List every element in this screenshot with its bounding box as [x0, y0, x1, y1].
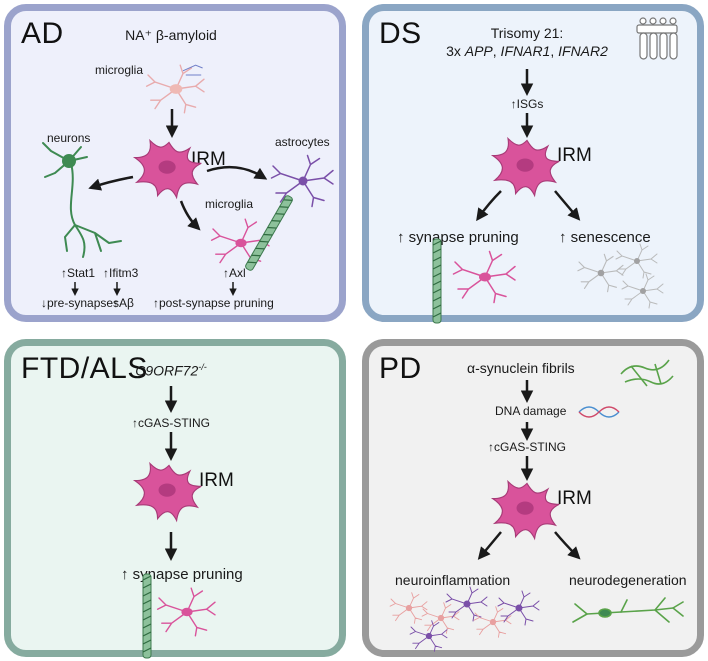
inflamed-microglia-icon	[473, 606, 512, 638]
irm-cell-icon	[492, 137, 560, 197]
panel-ftd-als: FTD/ALS C9ORF72-/- ↑cGAS-STING IRM ↑ syn…	[4, 339, 346, 659]
gene-c9orf72: C9ORF72	[135, 362, 199, 379]
gene-ifnar1: IFNAR1	[500, 43, 551, 59]
pd-fibrils-label: α-synuclein fibrils	[467, 360, 575, 376]
gene-ifnar2: IFNAR2	[558, 43, 608, 59]
ds-synapse-pruning-label: ↑ synapse pruning	[397, 229, 519, 246]
irm-cell-icon	[134, 462, 202, 522]
ds-senescence-label: ↑ senescence	[559, 229, 651, 246]
pd-irm-label: IRM	[557, 488, 592, 509]
irm-cell-icon	[492, 480, 560, 540]
ad-stat1-label: ↑Stat1	[61, 266, 96, 280]
irm-cell-icon	[134, 139, 202, 199]
panel-ad: AD NA⁺ β-amyloid microglia IRM neurons a…	[4, 4, 346, 322]
ad-post-synapse-label: ↑post-synapse pruning	[153, 296, 274, 310]
ds-trisomy-label: Trisomy 21:	[490, 25, 564, 41]
inflamed-microglia-icon	[421, 602, 460, 634]
synapse-icon	[142, 573, 152, 659]
astrocyte-icon	[270, 154, 334, 208]
gene-app: APP	[464, 43, 493, 59]
inflamed-microglia-icon	[389, 592, 428, 624]
microglia-icon	[210, 218, 270, 268]
ds-illustration	[432, 17, 678, 324]
ds-isgs-label: ↑ISGs	[510, 97, 544, 111]
pd-neurodegeneration-label: neurodegeneration	[569, 572, 687, 588]
pd-cgas-label: ↑cGAS-STING	[487, 440, 567, 454]
senescent-microglia-icon	[615, 243, 658, 279]
pd-dna-damage-label: DNA damage	[495, 404, 567, 418]
microglia-icon	[145, 64, 205, 114]
synapse-icon	[243, 194, 295, 272]
astrocyte-icon	[409, 620, 448, 652]
senescent-microglia-icon	[621, 273, 664, 309]
panel-pd: PD α-synuclein fibrils DNA damage ↑cGAS-…	[362, 339, 704, 657]
ds-sep-2: ,	[550, 43, 559, 59]
ftd-gene-label: C9ORF72-/-	[135, 362, 207, 379]
panel-title-ds: DS	[379, 17, 422, 50]
panel-title-ftd-als: FTD/ALS	[21, 352, 148, 385]
neuron-icon	[572, 597, 684, 623]
microglia-icon	[156, 587, 216, 637]
ad-trigger-label: NA⁺ β-amyloid	[125, 27, 217, 43]
dna-icon	[578, 406, 620, 418]
gene-c9orf72-sup: -/-	[198, 362, 207, 372]
ad-microglia-right-label: microglia	[205, 197, 254, 211]
ftd-cgas-label: ↑cGAS-STING	[131, 416, 211, 430]
ds-sep-1: ,	[492, 43, 501, 59]
ad-illustration	[42, 64, 334, 296]
neuron-icon	[42, 142, 122, 258]
astrocyte-icon	[497, 590, 540, 626]
ftd-irm-label: IRM	[199, 470, 234, 491]
panel-title-ad: AD	[21, 17, 64, 50]
ad-microglia-top-label: microglia	[95, 63, 144, 77]
ad-astrocytes-label: astrocytes	[275, 135, 330, 149]
astrocyte-icon	[445, 586, 488, 622]
ftd-illustration	[134, 386, 216, 659]
ds-genes-label: 3x APP, IFNAR1, IFNAR2	[446, 43, 608, 59]
test-tubes-icon	[636, 17, 678, 60]
ad-neurons-label: neurons	[47, 131, 91, 145]
panel-title-pd: PD	[379, 352, 422, 385]
pd-neuroinflammation-label: neuroinflammation	[395, 572, 511, 588]
ds-irm-label: IRM	[557, 145, 592, 166]
synapse-icon	[432, 238, 442, 324]
senescent-microglia-icon	[577, 253, 624, 293]
ad-abeta-label: ↑Aβ	[113, 296, 134, 310]
ad-ifitm3-label: ↑Ifitm3	[103, 266, 139, 280]
fibril-icon	[620, 359, 674, 387]
ds-genes-prefix: 3x	[446, 43, 465, 59]
microglia-icon	[452, 250, 516, 304]
ad-pre-synapses-label: ↓pre-synapses	[41, 296, 120, 310]
panel-ds: DS Trisomy 21: 3x APP, IFNAR1, IFNAR2 ↑I…	[362, 4, 704, 324]
ad-axl-label: ↑Axl	[223, 266, 246, 280]
pd-illustration	[389, 359, 684, 652]
